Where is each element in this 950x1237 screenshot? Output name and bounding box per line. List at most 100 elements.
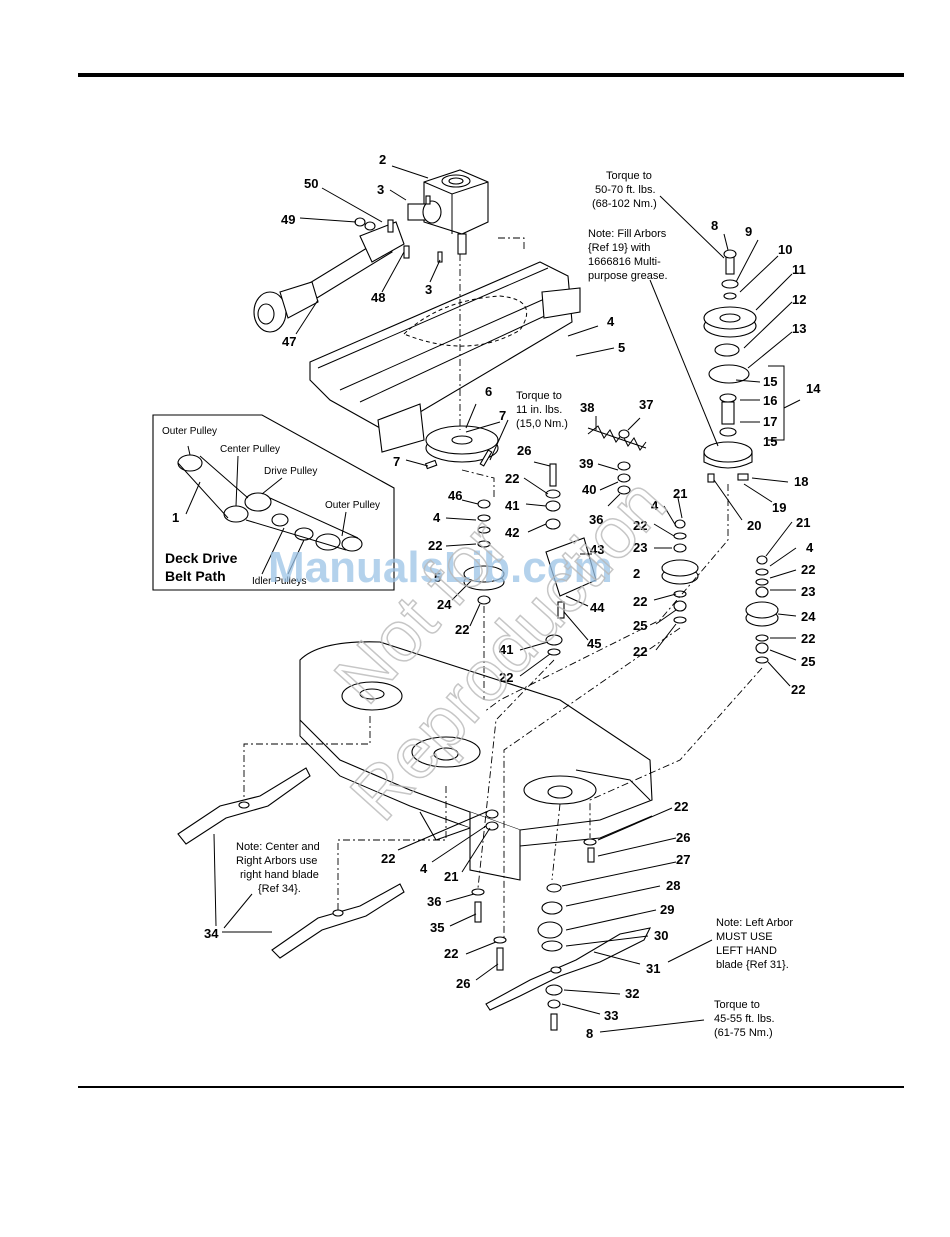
svg-text:1666816 Multi-: 1666816 Multi-	[588, 256, 661, 268]
idler-spring	[587, 425, 647, 495]
callout-46: 46	[448, 488, 462, 503]
callout-3: 3	[377, 182, 384, 197]
callout-44: 44	[590, 600, 605, 615]
callout-14: 14	[806, 381, 821, 396]
assembly-lines	[243, 237, 763, 940]
callout-22: 22	[801, 562, 815, 577]
callout-26: 26	[676, 830, 690, 845]
callout-49: 49	[281, 212, 295, 227]
svg-text:(61-75 Nm.): (61-75 Nm.)	[714, 1027, 773, 1039]
callout-26: 26	[456, 976, 470, 991]
callout-8: 8	[711, 218, 718, 233]
callout-4: 4	[607, 314, 615, 329]
callout-30: 30	[654, 928, 668, 943]
callout-28: 28	[666, 878, 680, 893]
callout-48: 48	[371, 290, 385, 305]
callout-3: 3	[425, 282, 432, 297]
drive-pulley	[424, 425, 499, 470]
callout-6: 6	[485, 384, 492, 399]
note-center-right-arbors: Note: Center and Right Arbors use right …	[236, 841, 320, 895]
small-hardware-top	[354, 195, 443, 263]
svg-text:Torque to: Torque to	[516, 390, 562, 402]
left-idler-stack	[463, 463, 597, 656]
svg-text:Note: Left Arbor: Note: Left Arbor	[716, 917, 793, 929]
label-idler-pulleys: Idler Pulleys	[252, 576, 306, 587]
callout-22: 22	[801, 631, 815, 646]
svg-text:Right Arbors use: Right Arbors use	[236, 855, 317, 867]
callout-32: 32	[625, 986, 639, 1001]
callout-11: 11	[792, 262, 806, 277]
callout-22: 22	[633, 518, 647, 533]
svg-text:45-55 ft. lbs.: 45-55 ft. lbs.	[714, 1013, 775, 1025]
svg-text:11 in. lbs.: 11 in. lbs.	[516, 404, 562, 416]
callout-40: 40	[582, 482, 596, 497]
center-idler-stack	[661, 519, 699, 624]
callout-47: 47	[282, 334, 296, 349]
inset-title-line1: Deck Drive	[165, 550, 238, 566]
note-torque-bottom: Torque to 45-55 ft. lbs. (61-75 Nm.)	[714, 999, 775, 1039]
drive-shaft	[253, 221, 405, 333]
belt-path-labels: Outer Pulley Center Pulley Drive Pulley …	[162, 426, 380, 587]
deck-lower-hardware	[471, 809, 597, 1031]
callout-33: 33	[604, 1008, 618, 1023]
callout-35: 35	[430, 920, 444, 935]
callout-19: 19	[772, 500, 786, 515]
note-torque-mid: Torque to 11 in. lbs. (15,0 Nm.)	[516, 390, 568, 430]
callout-8: 8	[586, 1026, 593, 1041]
callout-23: 23	[633, 540, 647, 555]
callout-4: 4	[651, 498, 659, 513]
label-outer-pulley-right: Outer Pulley	[325, 500, 380, 511]
callout-21: 21	[444, 869, 458, 884]
callout-22: 22	[633, 644, 647, 659]
callout-numbers: 2 3 50 49 48 3 47 4 5 6 7 7 8 9 10 11 12…	[172, 152, 821, 1041]
svg-text:(15,0 Nm.): (15,0 Nm.)	[516, 418, 568, 430]
deck-frame	[309, 261, 581, 453]
blade-upper-left	[177, 767, 311, 845]
footer-rule	[78, 1086, 904, 1088]
callout-41: 41	[505, 498, 519, 513]
callout-36: 36	[427, 894, 441, 909]
callout-24: 24	[801, 609, 816, 624]
callout-25: 25	[801, 654, 815, 669]
note-torque-top: Torque to 50-70 ft. lbs. (68-102 Nm.)	[592, 170, 657, 210]
callout-22: 22	[444, 946, 458, 961]
callout-27: 27	[676, 852, 690, 867]
callout-4: 4	[806, 540, 814, 555]
callout-4: 4	[433, 510, 441, 525]
callout-12: 12	[792, 292, 806, 307]
callout-7: 7	[393, 454, 400, 469]
header-rule	[78, 73, 904, 77]
note-fill-arbors: Note: Fill Arbors {Ref 19} with 1666816 …	[588, 228, 668, 282]
callout-41: 41	[499, 642, 513, 657]
watermark-site: ManualsLib.com	[268, 543, 613, 592]
note-left-arbor: Note: Left Arbor MUST USE LEFT HAND blad…	[716, 917, 793, 971]
callout-21: 21	[673, 486, 687, 501]
callout-24: 2	[633, 566, 640, 581]
svg-text:right hand blade: right hand blade	[240, 869, 319, 881]
inset-title-line2: Belt Path	[165, 568, 226, 584]
callout-16: 16	[763, 393, 777, 408]
callout-21: 21	[796, 515, 810, 530]
callout-15: 15	[763, 434, 777, 449]
svg-text:LEFT HAND: LEFT HAND	[716, 945, 777, 957]
right-idler-stack	[745, 555, 779, 664]
callout-26: 26	[517, 443, 531, 458]
callout-2: 2	[379, 152, 386, 167]
callout-36: 36	[589, 512, 603, 527]
callout-31: 31	[646, 961, 660, 976]
callout-15: 15	[763, 374, 777, 389]
callout-18: 18	[794, 474, 808, 489]
callout-25: 25	[633, 618, 647, 633]
callout-22: 22	[381, 851, 395, 866]
mower-deck	[299, 641, 653, 881]
callout-22: 22	[428, 538, 442, 553]
callout-34: 34	[204, 926, 219, 941]
callout-13: 13	[792, 321, 806, 336]
callout-17: 17	[763, 414, 777, 429]
callout-5: 5	[434, 570, 441, 585]
blade-left-hand	[485, 927, 651, 1011]
callout-50: 50	[304, 176, 318, 191]
svg-text:Note: Center and: Note: Center and	[236, 841, 320, 853]
callout-22: 22	[674, 799, 688, 814]
callout-37: 37	[639, 397, 653, 412]
